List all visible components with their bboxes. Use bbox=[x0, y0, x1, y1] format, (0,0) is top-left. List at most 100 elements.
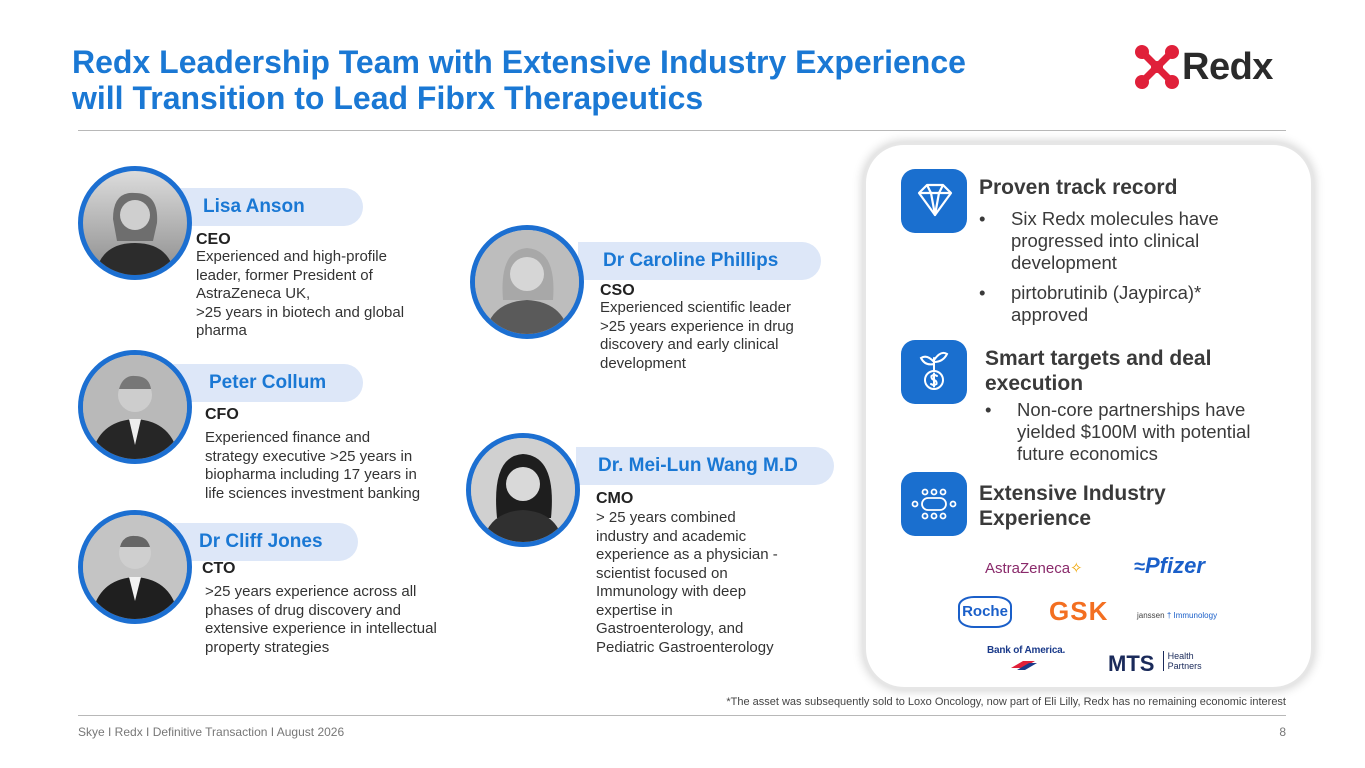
redx-logo-text: Redx bbox=[1182, 46, 1273, 88]
section-bullets: • Non-core partnerships have yielded $100… bbox=[985, 399, 1285, 473]
person-name: Lisa Anson bbox=[203, 196, 305, 217]
title-divider bbox=[78, 130, 1286, 131]
page-number: 8 bbox=[1279, 725, 1286, 739]
person-name-pill: Lisa Anson bbox=[168, 188, 363, 226]
headshot-photo bbox=[78, 166, 192, 280]
headshot-photo bbox=[78, 350, 192, 464]
person-description: Experienced finance and strategy executi… bbox=[205, 429, 455, 503]
title-line-2: will Transition to Lead Fibrx Therapeuti… bbox=[72, 80, 704, 116]
bullet-item: • Six Redx molecules have progressed into… bbox=[979, 208, 1279, 274]
description-line: >25 years experience across all bbox=[205, 583, 417, 600]
footer-text: Skye I Redx I Definitive Transaction I A… bbox=[78, 725, 345, 739]
description-line: expertise in bbox=[596, 601, 673, 619]
description-line: > 25 years combined bbox=[596, 509, 736, 526]
person-description: Experienced scientific leader >25 years … bbox=[600, 299, 850, 373]
person-description: Experienced and high-profile leader, for… bbox=[196, 248, 446, 341]
janssen-logo-subtext: Immunology bbox=[1173, 611, 1218, 620]
description-line: >25 years in biotech and global bbox=[196, 303, 405, 321]
description-line: Pediatric Gastroenterology bbox=[596, 638, 774, 656]
boa-flag-icon bbox=[1011, 661, 1037, 670]
person-role: CFO bbox=[205, 406, 239, 423]
person-description: >25 years experience across all phases o… bbox=[205, 583, 460, 657]
person-name: Dr. Mei-Lun Wang M.D bbox=[598, 455, 798, 476]
roche-logo: Roche bbox=[958, 596, 1012, 628]
janssen-logo-text: janssen bbox=[1137, 611, 1165, 620]
section-bullets: • Six Redx molecules have progressed into… bbox=[979, 208, 1279, 334]
page-title: Redx Leadership Team with Extensive Indu… bbox=[72, 44, 1072, 116]
section-title-line: Smart targets and deal bbox=[985, 347, 1212, 370]
pfizer-logo: ≈Pfizer bbox=[1134, 553, 1205, 579]
janssen-symbol-icon: † bbox=[1166, 611, 1172, 620]
footer-divider bbox=[78, 715, 1286, 716]
section-title-line: Experience bbox=[979, 507, 1092, 530]
description-line: Experienced scientific leader bbox=[600, 299, 791, 316]
mts-logo-text: MTS bbox=[1108, 651, 1155, 676]
headshot-photo bbox=[470, 225, 584, 339]
bullet-text: Six Redx molecules have progressed into … bbox=[1011, 208, 1219, 273]
bullet-dot: • bbox=[979, 208, 986, 229]
pfizer-symbol-icon: ≈ bbox=[1134, 556, 1145, 578]
pfizer-logo-text: Pfizer bbox=[1144, 553, 1205, 578]
person-name-pill: Dr Caroline Phillips bbox=[578, 242, 821, 280]
person-name-pill: Dr Cliff Jones bbox=[173, 523, 358, 561]
janssen-logo: janssen † Immunology bbox=[1137, 611, 1217, 620]
headshot-photo bbox=[78, 510, 192, 624]
description-line: phases of drug discovery and bbox=[205, 601, 401, 619]
description-line: extensive experience in intellectual bbox=[205, 620, 437, 637]
bank-of-america-logo: Bank of America. bbox=[987, 645, 1065, 670]
section-title-line: Extensive Industry bbox=[979, 482, 1166, 505]
description-line: property strategies bbox=[205, 638, 330, 656]
description-line: pharma bbox=[196, 322, 247, 339]
title-line-1: Redx Leadership Team with Extensive Indu… bbox=[72, 44, 966, 80]
person-description: > 25 years combined industry and academi… bbox=[596, 509, 806, 657]
astrazeneca-logo-text: AstraZeneca bbox=[985, 560, 1071, 577]
person-name-pill: Peter Collum bbox=[173, 364, 363, 402]
person-name-pill: Dr. Mei-Lun Wang M.D bbox=[576, 447, 834, 485]
person-role: CEO bbox=[196, 231, 231, 248]
person-role: CSO bbox=[600, 282, 635, 299]
gsk-logo-text: GSK bbox=[1049, 596, 1109, 626]
diamond-icon bbox=[901, 169, 967, 233]
mts-health-partners-logo: MTS Health Partners bbox=[1108, 651, 1202, 677]
description-line: leader, former President of bbox=[196, 266, 373, 284]
section-title: Extensive Industry Experience bbox=[979, 481, 1166, 531]
description-line: Experienced finance and bbox=[205, 429, 371, 446]
description-line: biopharma including 17 years in bbox=[205, 466, 417, 483]
section-title: Proven track record bbox=[979, 176, 1178, 199]
mts-sub-line: Partners bbox=[1167, 661, 1202, 671]
description-line: scientist focused on bbox=[596, 564, 728, 582]
highlights-panel: Proven track record • Six Redx molecules … bbox=[866, 145, 1311, 687]
mts-logo-subtext: Health Partners bbox=[1162, 651, 1202, 671]
astrazeneca-logo: AstraZeneca✧ bbox=[985, 559, 1083, 577]
boa-logo-text: Bank of America. bbox=[987, 645, 1066, 656]
description-line: AstraZeneca UK, bbox=[196, 285, 311, 302]
person-name: Dr Cliff Jones bbox=[199, 531, 323, 552]
description-line: experience as a physician - bbox=[596, 546, 778, 563]
description-line: Immunology with deep bbox=[596, 583, 747, 600]
redx-logo-mark-icon bbox=[1135, 45, 1179, 89]
description-line: industry and academic bbox=[596, 527, 747, 545]
mts-sub-line: Health bbox=[1167, 651, 1194, 661]
description-line: >25 years experience in drug bbox=[600, 317, 794, 335]
footnote: *The asset was subsequently sold to Loxo… bbox=[726, 696, 1286, 708]
section-title: Smart targets and deal execution bbox=[985, 346, 1211, 396]
description-line: Gastroenterology, and bbox=[596, 620, 744, 637]
gsk-logo: GSK bbox=[1049, 596, 1108, 627]
person-role: CMO bbox=[596, 490, 634, 507]
boardroom-icon bbox=[901, 472, 967, 536]
description-line: discovery and early clinical bbox=[600, 336, 779, 353]
headshot-photo bbox=[466, 433, 580, 547]
bullet-text: Non-core partnerships have yielded $100M… bbox=[1017, 399, 1251, 464]
bullet-item: • Non-core partnerships have yielded $100… bbox=[985, 399, 1285, 465]
bullet-dot: • bbox=[979, 282, 986, 303]
redx-logo: Redx bbox=[1134, 44, 1294, 92]
description-line: Experienced and high-profile bbox=[196, 248, 387, 265]
person-name: Peter Collum bbox=[209, 372, 327, 393]
bullet-dot: • bbox=[985, 399, 992, 420]
bullet-item: • pirtobrutinib (Jaypirca)* approved bbox=[979, 282, 1279, 326]
plant-dollar-icon bbox=[901, 340, 967, 404]
astrazeneca-symbol-icon: ✧ bbox=[1070, 560, 1083, 577]
bullet-text: pirtobrutinib (Jaypirca)* approved bbox=[1011, 282, 1202, 325]
section-title-line: execution bbox=[985, 372, 1084, 395]
roche-logo-text: Roche bbox=[962, 603, 1008, 620]
